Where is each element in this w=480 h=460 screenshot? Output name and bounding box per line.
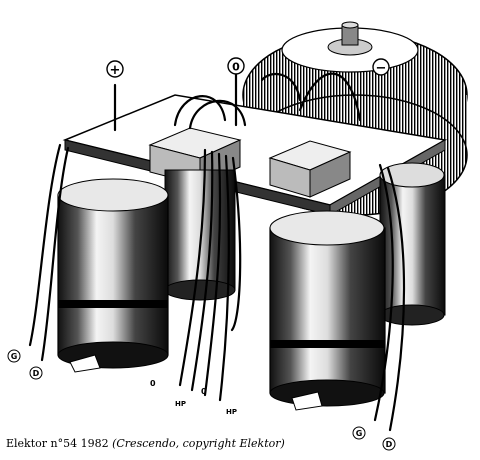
terminal-g-left: G	[7, 349, 21, 363]
terminal-minus-label: −	[376, 61, 387, 76]
terminal-d-right: D	[382, 437, 396, 451]
terminal-g-left-label: G	[11, 352, 18, 361]
terminal-d-right-label: D	[386, 440, 393, 449]
terminal-plus-label: +	[110, 63, 121, 78]
rectifier-bridge-right	[268, 140, 352, 198]
terminal-minus: −	[372, 58, 390, 76]
terminal-zero: 0	[227, 57, 245, 75]
terminal-d-left: D	[29, 366, 43, 380]
capacitor-front-left	[57, 178, 169, 373]
output-left-hp-label: HP	[175, 400, 186, 408]
terminal-g-right-label: G	[356, 429, 363, 438]
capacitor-front-right	[269, 210, 386, 411]
output-mid-zero-label: 0	[201, 387, 207, 396]
capacitor-back-left	[164, 169, 236, 301]
terminal-g-right: G	[352, 426, 366, 440]
wiring-harness	[28, 68, 406, 432]
terminal-d-left-label: D	[33, 369, 40, 378]
caption-source: Elektor n°54 1982	[6, 437, 109, 450]
output-left-zero-label: 0	[150, 379, 156, 388]
terminal-zero-label: 0	[232, 61, 240, 74]
figure-caption: Elektor n°54 1982 (Crescendo, copyright …	[6, 437, 476, 450]
caption-credit: (Crescendo, copyright Elektor)	[112, 437, 285, 450]
capacitor-back-right	[379, 162, 446, 326]
terminal-plus: +	[106, 60, 124, 78]
output-mid-hp-label: HP	[226, 408, 237, 416]
